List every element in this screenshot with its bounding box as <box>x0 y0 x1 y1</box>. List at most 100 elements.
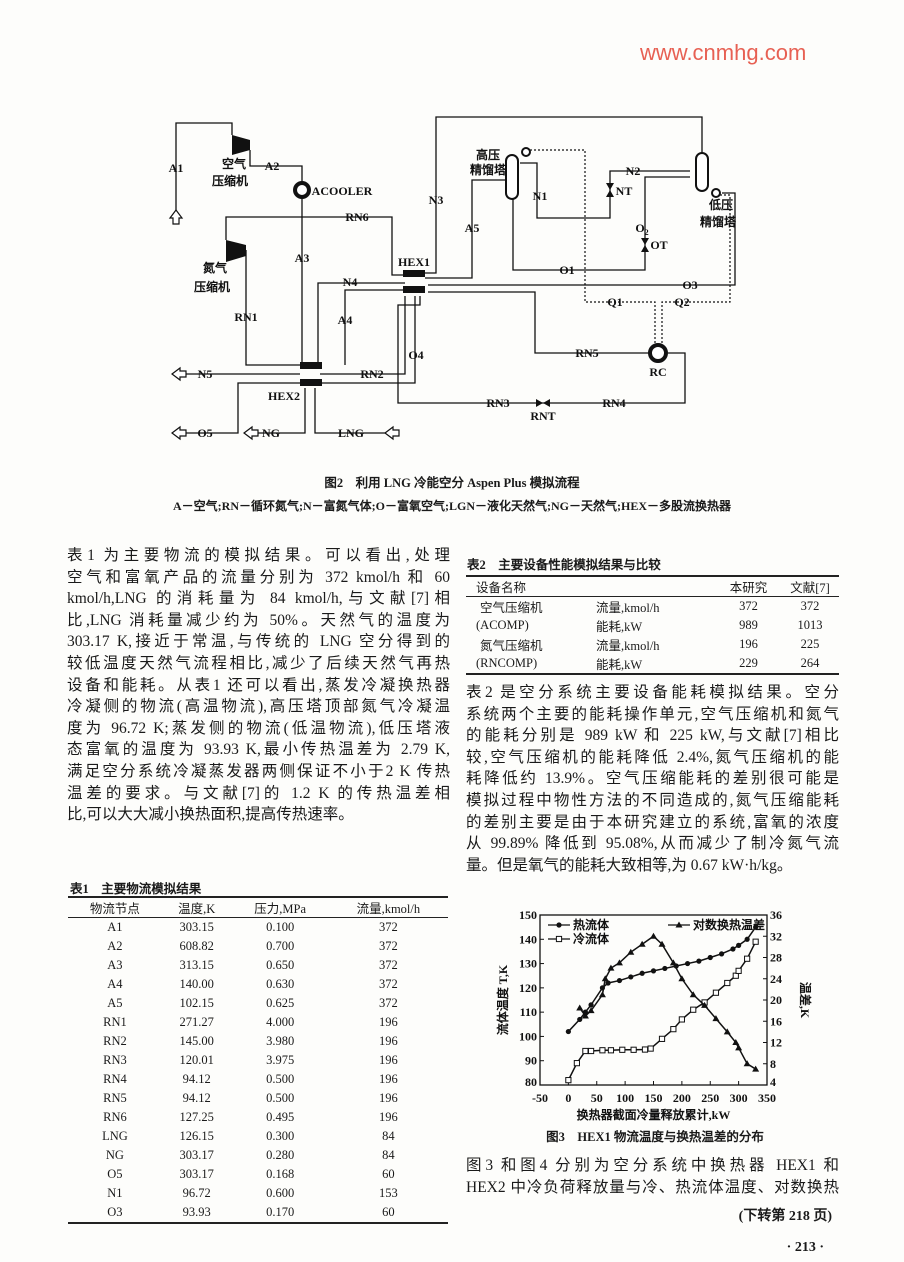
log-temp-diff-point <box>735 1044 743 1051</box>
log-temp-diff-point <box>669 959 677 966</box>
page-number: · 213 · <box>786 1240 824 1255</box>
table-cell: 372 <box>800 599 820 613</box>
cold-fluid-point <box>658 1035 666 1042</box>
stream-A2 <box>249 150 303 182</box>
table-cell: 0.600 <box>266 1186 295 1200</box>
table-cell: A4 <box>107 977 123 991</box>
table-cell: 0.700 <box>266 939 295 953</box>
text-line: 表1 为主要物流的模拟结果。可以看出,处理 <box>67 547 450 564</box>
table-cell: 能耗,kW <box>596 620 643 634</box>
cold-fluid-point <box>619 1046 626 1053</box>
stream-RN2 <box>320 296 406 375</box>
table-cell: 94.12 <box>182 1091 211 1105</box>
hot-fluid-point <box>628 974 634 980</box>
text-line: 比,LNG 消耗量减少约为 50%。天然气的温度为 <box>67 611 450 629</box>
y-tick-label: 120 <box>519 981 537 995</box>
label-lp-column-1: 低压 <box>708 197 733 212</box>
label-RN4: RN4 <box>602 396 625 410</box>
x-tick-label: 200 <box>673 1091 691 1105</box>
ng-outlet-arrow-icon <box>243 425 259 441</box>
acooler-icon <box>293 181 311 199</box>
table-cell: RN6 <box>103 1110 127 1124</box>
hot-fluid-point <box>736 942 742 948</box>
hex2-lower-icon <box>300 379 322 386</box>
text-line: 温差的要求。与文献[7]的 1.2 K 的传热温差相 <box>67 784 450 802</box>
table-cell: 60 <box>382 1205 395 1219</box>
label-RNT: RNT <box>530 409 555 423</box>
text-line: 表2 是空分系统主要设备能耗模拟结果。空分 <box>466 684 839 701</box>
stream-N3 <box>425 116 703 274</box>
y-axis-label: 流体温度 T,K <box>495 964 510 1035</box>
table-cell: 196 <box>378 1091 398 1105</box>
figure-2-caption: 图2 利用 LNG 冷能空分 Aspen Plus 模拟流程 <box>324 476 580 490</box>
label-RC: RC <box>649 365 666 379</box>
table-cell: O3 <box>107 1205 123 1219</box>
label-A1: A1 <box>169 161 184 175</box>
text-line: 空气和富氧产品的流量分别为 372 kmol/h 和 60 <box>67 568 450 586</box>
hex1-upper-icon <box>403 270 425 277</box>
x-axis-label: 换热器截面冷量释放累计,kW <box>577 1107 731 1122</box>
table-cell: N1 <box>107 1186 123 1200</box>
label-A3: A3 <box>295 251 310 265</box>
stream-RN6 <box>225 216 405 276</box>
legend-marker <box>556 922 562 928</box>
stream-O5 <box>180 382 300 434</box>
legend-label: 热流体 <box>573 917 610 932</box>
figure-2-legend: A－空气;RN－循环氮气;N－富氮气体;O－富氧空气;LGN－液化天然气;NG－… <box>173 499 731 513</box>
text-line: 较低温度天然气流程相比,减少了后续天然气再热 <box>67 654 450 672</box>
cold-fluid-point <box>712 989 720 996</box>
y2-axis-label: 温差,K <box>798 982 812 1019</box>
label-O5: O5 <box>197 426 212 440</box>
label-RN3: RN3 <box>486 396 509 410</box>
x-tick-label: 50 <box>591 1091 603 1105</box>
column-header <box>596 576 716 597</box>
label-N4: N4 <box>343 275 358 289</box>
series-line-1 <box>567 941 757 1081</box>
valve-icons <box>536 183 649 407</box>
text-line: 耗降低约 13.9%。空气压缩能耗的差别很可能是 <box>466 770 839 788</box>
column-header: 温度,K <box>161 897 232 918</box>
table-cell: 196 <box>378 1015 398 1029</box>
nitrogen-compressor-icon <box>226 240 246 262</box>
column-header: 压力,MPa <box>231 897 329 918</box>
table-cell: 153 <box>378 1186 398 1200</box>
table-cell: 229 <box>739 656 758 670</box>
table-cell: 372 <box>739 599 758 613</box>
text-line: 图3 和图4 分别为空分系统中换热器 HEX1 和 <box>466 1157 839 1174</box>
text-line: 比,可以大大减小换热面积,提高传热速率。 <box>67 806 354 824</box>
log-temp-diff-point <box>607 964 615 971</box>
table-cell: 102.15 <box>179 996 214 1010</box>
hp-condenser-icon <box>521 147 531 157</box>
table-cell: 0.650 <box>266 958 295 972</box>
y-tick-label: 110 <box>520 1005 537 1019</box>
label-O3: O3 <box>682 278 697 292</box>
table-cell: A1 <box>107 920 123 934</box>
label-LNG: LNG <box>338 426 364 440</box>
text-line: 的能耗分别是 989 kW 和 225 kW,与文献[7]相比 <box>466 727 839 745</box>
stream-RN4 <box>397 296 686 404</box>
log-temp-diff-point <box>650 932 657 939</box>
x-tick-label: 300 <box>730 1091 748 1105</box>
text-line: 冷凝侧的物流(高温物流),高压塔顶部氮气冷凝温 <box>67 698 450 716</box>
table-2-title: 表2 主要设备性能模拟结果与比较 <box>467 558 661 572</box>
column-header: 流量,kmol/h <box>328 897 448 918</box>
stream-LNG <box>314 388 385 434</box>
table-cell: NG <box>105 1148 124 1162</box>
y2-tick-label: 8 <box>770 1057 776 1071</box>
log-temp-diff-point <box>627 948 635 955</box>
text-line: 设备和能耗。从表1 还可以看出,蒸发冷凝换热器 <box>67 676 450 694</box>
table-cell: RN2 <box>103 1034 127 1048</box>
hot-fluid-point <box>565 1028 571 1035</box>
label-n2-comp-2: 压缩机 <box>194 279 230 294</box>
text-line: 满足空分系统冷凝蒸发器两侧保证不小于2 K 传热 <box>67 762 450 780</box>
text-line: 度为 96.72 K;蒸发侧的物流(低温物流),低压塔液 <box>67 719 450 737</box>
rnt-valve-icon <box>536 399 550 407</box>
table-cell: 372 <box>378 939 398 953</box>
